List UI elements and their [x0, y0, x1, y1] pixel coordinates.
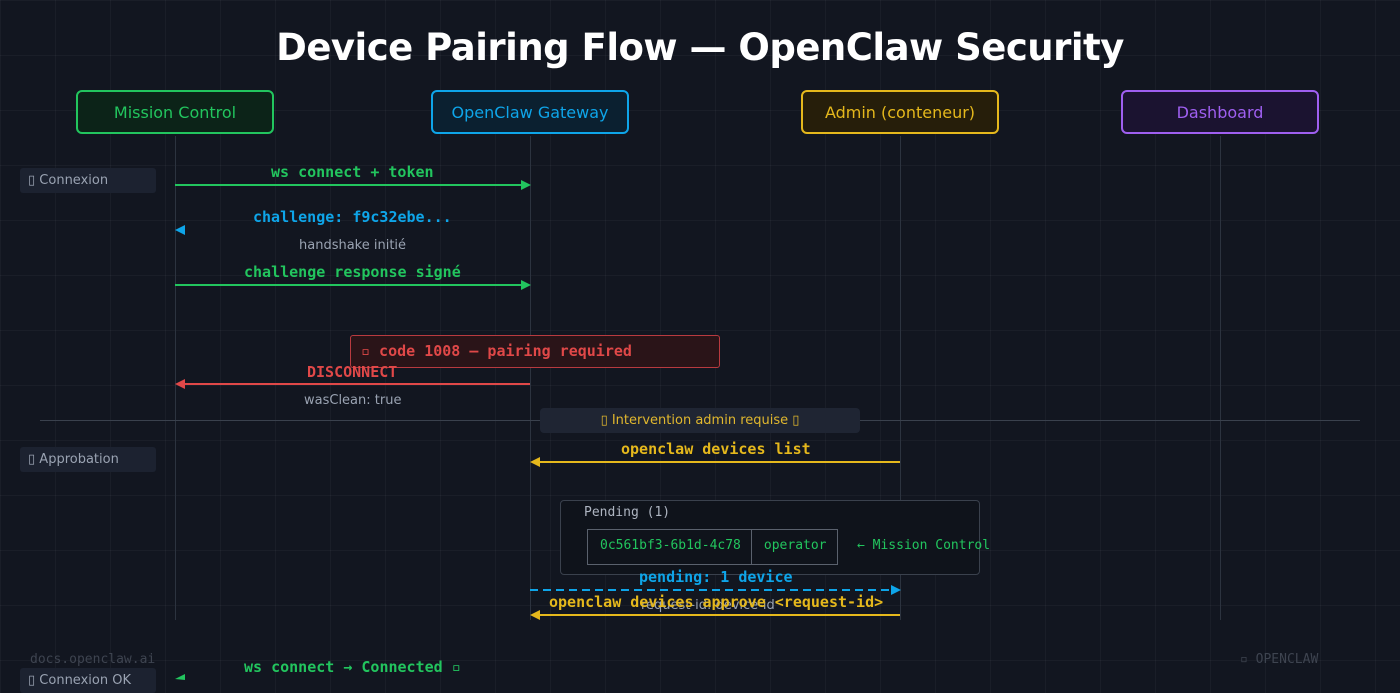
arrow-response [175, 280, 531, 290]
diagram-title: Device Pairing Flow — OpenClaw Security [276, 26, 1124, 69]
error-box: ▫ code 1008 — pairing required [350, 335, 720, 368]
lifeline-dashboard [1220, 136, 1221, 620]
lifeline-mission-control [175, 136, 176, 620]
arrow-challenge [175, 225, 185, 235]
msg-pending: pending: 1 device [639, 568, 793, 586]
actor-gateway: OpenClaw Gateway [431, 90, 629, 134]
role-cell: operator [750, 530, 837, 564]
arrow-connect [175, 180, 531, 190]
arrow-devices-list [530, 457, 900, 467]
msg-devices-list: openclaw devices list [621, 440, 811, 458]
phase-approbation: ▯ Approbation [20, 447, 156, 472]
arrow-disconnect [175, 379, 530, 389]
terminal-header: Pending (1) [584, 505, 671, 520]
msg-connected: ws connect → Connected ▫ [244, 658, 461, 676]
phase-label: Approbation [39, 452, 119, 467]
terminal-output: Pending (1) 0c561bf3-6b1d-4c78 operator … [560, 500, 990, 575]
lifeline-admin [900, 136, 901, 620]
check-icon: ▯ [28, 452, 36, 467]
lifeline-gateway [530, 136, 531, 620]
msg-handshake: handshake initié [299, 238, 407, 253]
plug-icon: ▯ [28, 173, 36, 188]
msg-approve-sub: request-id: device-id [641, 598, 775, 613]
msg-connect: ws connect + token [271, 163, 434, 181]
msg-was-clean: wasClean: true [304, 393, 402, 408]
docs-link[interactable]: docs.openclaw.ai [30, 652, 156, 667]
terminal-note: ← Mission Control [857, 538, 991, 553]
arrow-pending [530, 585, 901, 595]
arrow-connected [175, 674, 185, 680]
msg-challenge: challenge: f9c32ebe... [253, 208, 452, 226]
msg-disconnect: DISCONNECT [307, 363, 398, 381]
msg-response: challenge response signé [244, 263, 461, 281]
pending-table: 0c561bf3-6b1d-4c78 operator [587, 529, 838, 565]
actor-dashboard: Dashboard [1121, 90, 1319, 134]
phase-label: Connexion [39, 173, 109, 188]
actor-mission-control: Mission Control [76, 90, 274, 134]
brand-watermark: ▫ OPENCLAW [1240, 652, 1319, 667]
device-id-cell: 0c561bf3-6b1d-4c78 [600, 538, 741, 553]
intervention-banner: ▯ Intervention admin requise ▯ [540, 408, 860, 433]
phase-connexion: ▯ Connexion [20, 168, 156, 193]
msg-approve: openclaw devices approve <request-id> [549, 593, 884, 611]
arrow-approve [530, 610, 900, 620]
actor-admin: Admin (conteneur) [801, 90, 999, 134]
